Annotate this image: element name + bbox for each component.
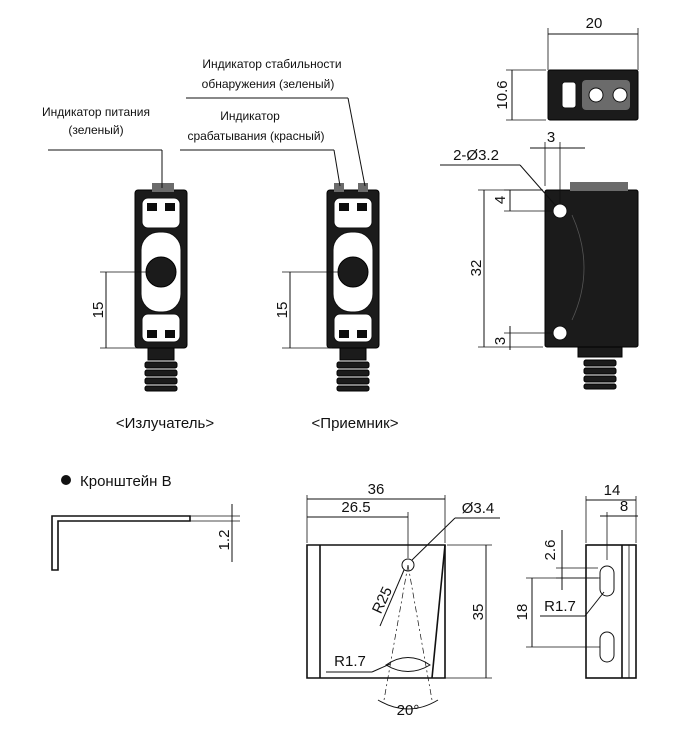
hole-top-dim: 4 <box>492 196 509 204</box>
bracket-width-dim: 36 <box>368 481 385 498</box>
bracket-angle-dim: 20° <box>397 702 420 719</box>
side-slot-top-dim: 2.6 <box>542 540 559 561</box>
hole-offset-dim: 3 <box>547 129 555 146</box>
side-slot-pitch-dim: 18 <box>514 604 531 621</box>
side-slot-radius-dim: R1.7 <box>544 598 576 615</box>
receiver-caption: <Приемник> <box>312 415 399 432</box>
receiver-connector-thread <box>336 361 370 392</box>
side-connector-thread <box>583 359 617 390</box>
sensor-side-view <box>544 182 639 390</box>
bracket-height-dim: 35 <box>470 604 487 621</box>
body-height-dim: 32 <box>468 260 485 277</box>
side-width-dim: 14 <box>604 482 621 499</box>
emitter-sensor <box>134 183 188 392</box>
bracket-title: Кронштейн B <box>80 473 172 490</box>
hole-bottom-dim: 3 <box>492 337 509 345</box>
emitter-lens-dim: 15 <box>90 302 107 319</box>
bracket-hole-x-dim: 26.5 <box>341 499 370 516</box>
emitter-connector-thread <box>144 361 178 392</box>
operation-indicator-label-2: срабатывания (красный) <box>187 129 324 143</box>
power-indicator-label-2: (зеленый) <box>68 123 123 137</box>
top-height-dim: 10.6 <box>494 80 511 109</box>
side-slot-x-dim: 8 <box>620 498 628 515</box>
bracket-thickness-dim: 1.2 <box>216 530 233 551</box>
sensor-top-view <box>547 69 639 121</box>
bracket-front-view <box>306 544 446 701</box>
top-width-dim: 20 <box>586 15 603 32</box>
bracket-radius-dim: R25 <box>369 584 396 616</box>
operation-indicator-label-1: Индикатор <box>220 109 280 123</box>
stability-indicator-label-1: Индикатор стабильности <box>202 57 341 71</box>
stability-indicator-label-2: обнаружения (зеленый) <box>202 77 335 91</box>
bracket-profile <box>51 515 191 571</box>
receiver-lens-dim: 15 <box>274 302 291 319</box>
receiver-sensor <box>326 183 380 392</box>
bracket-side-view <box>585 544 637 679</box>
power-indicator-label-1: Индикатор питания <box>42 105 150 119</box>
emitter-caption: <Излучатель> <box>116 415 214 432</box>
bullet-icon <box>61 475 71 485</box>
bracket-hole-dia-dim: Ø3.4 <box>462 500 495 517</box>
bracket-slot-radius-front-dim: R1.7 <box>334 653 366 670</box>
hole-spec-dim: 2-Ø3.2 <box>453 147 499 164</box>
